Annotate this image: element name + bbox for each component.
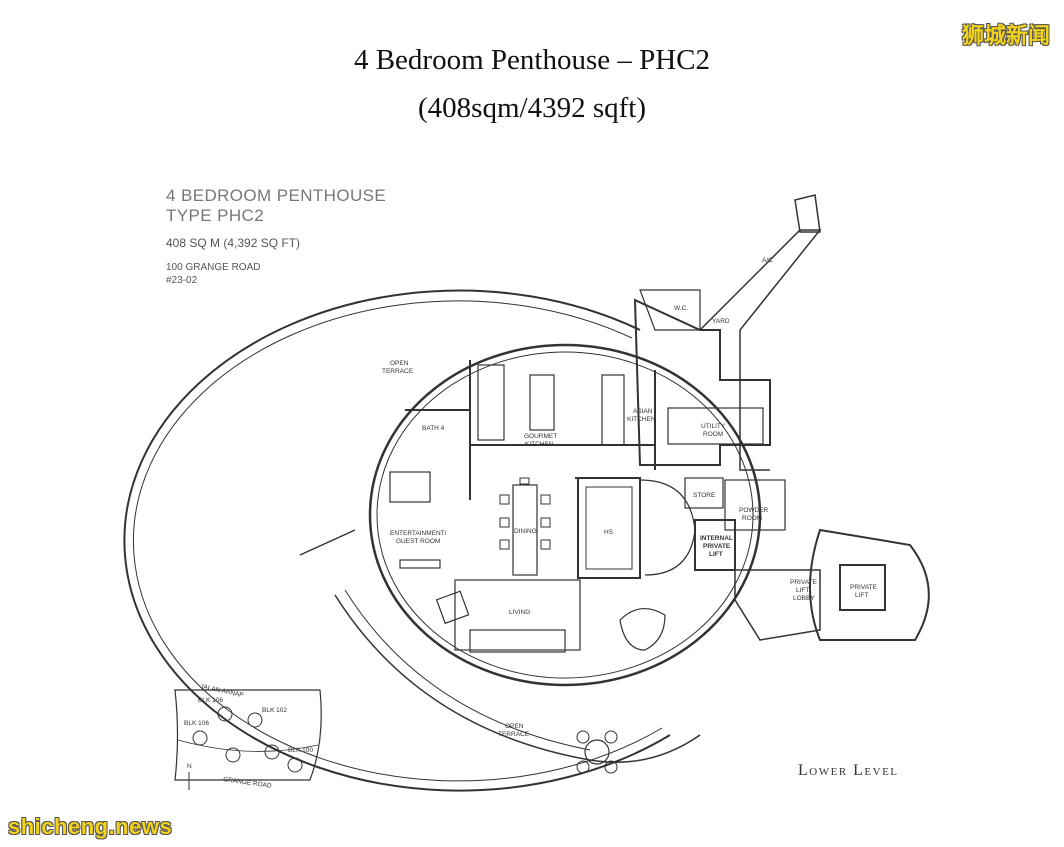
dining-chairs (499, 477, 551, 550)
piano (619, 608, 666, 651)
unit-number: #23-02 (166, 275, 198, 286)
service-wing (633, 298, 771, 466)
tv-console (399, 559, 441, 569)
terrace-chairs (576, 730, 618, 774)
terrace-bottom-edge-2 (344, 589, 591, 751)
spiral-stair (639, 479, 696, 576)
label-bath4: BATH 4 (422, 425, 445, 432)
page-title: 4 Bedroom Penthouse – PHC2 (353, 44, 711, 76)
label-ilift-3: LIFT (709, 551, 723, 558)
level-label: Lower Level (798, 762, 899, 779)
label-wc: W.C. (674, 305, 688, 312)
dining-table (512, 484, 538, 576)
main-oval-outer (368, 343, 762, 687)
label-utility-1: UTILITY (701, 423, 726, 430)
label-ent-2: GUEST ROOM (396, 538, 440, 545)
kitchen-counter (477, 364, 505, 441)
kitchen-island (529, 374, 555, 431)
blk-marker-1 (217, 706, 233, 722)
blk-marker-4 (225, 747, 241, 763)
label-yard: YARD (712, 318, 730, 325)
utility-room (667, 407, 764, 445)
label-plift-2: LIFT (855, 592, 868, 599)
key-plan-outline (174, 689, 322, 781)
label-open-terrace-top-1: OPEN (390, 360, 409, 367)
key-street-bottom: GRANGE ROAD (223, 776, 273, 790)
page-subtitle: (408sqm/4392 sqft) (418, 92, 646, 124)
watermark-top: 狮城新闻 (961, 23, 1050, 48)
sofa (469, 629, 566, 653)
unit-type-line2: TYPE PHC2 (166, 206, 265, 225)
ac-ledge (699, 229, 822, 471)
store-room (684, 477, 724, 509)
unit-area: 408 SQ M (4,392 SQ FT) (166, 236, 301, 250)
lift-lobby (734, 569, 821, 641)
blk-marker-2 (247, 712, 263, 728)
ac-top-segment (794, 194, 821, 233)
label-lobby-3: LOBBY (793, 595, 815, 602)
label-ilift-1: INTERNAL (700, 535, 733, 542)
main-oval-inner (376, 351, 754, 679)
label-ac: A/C (762, 257, 773, 264)
armchair (435, 590, 470, 625)
wc-area (639, 289, 701, 331)
label-powder-1: POWDER (739, 507, 769, 514)
terrace-table (584, 739, 610, 765)
label-open-terrace-bot-2: TERRACE (498, 731, 530, 738)
label-utility-2: ROOM (703, 431, 723, 438)
label-open-terrace-bot-1: OPEN (505, 723, 524, 730)
unit-address: 100 GRANGE ROAD (166, 262, 261, 273)
label-lobby-2: LIFT (796, 587, 809, 594)
watermark-bottom: shicheng.news (8, 814, 173, 839)
label-asian-2: KITCHEN (627, 416, 656, 423)
key-north: N (187, 763, 192, 770)
label-gourmet-1: GOURMET (524, 433, 557, 440)
label-store: STORE (693, 492, 716, 499)
label-hs: HS (604, 529, 614, 536)
private-lift-box (839, 564, 886, 611)
private-lift-pod (809, 528, 930, 641)
label-living: LIVING (509, 609, 530, 616)
powder-room (724, 479, 786, 531)
label-plift-1: PRIVATE (850, 584, 878, 591)
label-dining: DINING (514, 528, 537, 535)
label-open-terrace-top-2: TERRACE (382, 368, 414, 375)
label-powder-2: ROOM (742, 515, 762, 522)
label-lobby-1: PRIVATE (790, 579, 818, 586)
key-plan: JALAN ARNAP BLK 106 BLK 102 BLK 106 BLK … (174, 683, 322, 790)
terrace-left-segment (299, 529, 356, 556)
terrace-bottom-edge (334, 594, 701, 763)
label-ilift-2: PRIVATE (703, 543, 731, 550)
label-gourmet-2: KITCHEN (525, 441, 554, 448)
hs-room (577, 477, 641, 579)
unit-type-line1: 4 BEDROOM PENTHOUSE (166, 186, 387, 205)
outer-terrace-wall-inner (132, 300, 663, 782)
key-blk102: BLK 102 (262, 707, 287, 714)
key-blk106a: BLK 106 (198, 697, 223, 704)
key-blk100: BLK 100 (288, 747, 313, 754)
hs-inner (585, 486, 633, 570)
asian-counter (601, 374, 625, 446)
guest-bed (389, 471, 431, 503)
key-blk106b: BLK 106 (184, 720, 209, 727)
label-ent-1: ENTERTAINMENT/ (390, 530, 447, 537)
blk-marker-5 (264, 744, 280, 760)
internal-lift-box (694, 519, 736, 571)
blk-marker-6 (287, 757, 303, 773)
label-asian-1: ASIAN (633, 408, 653, 415)
outer-terrace-wall (123, 289, 671, 792)
blk-marker-3 (192, 730, 208, 746)
key-plan-road (177, 739, 319, 752)
living-rug (454, 579, 581, 651)
